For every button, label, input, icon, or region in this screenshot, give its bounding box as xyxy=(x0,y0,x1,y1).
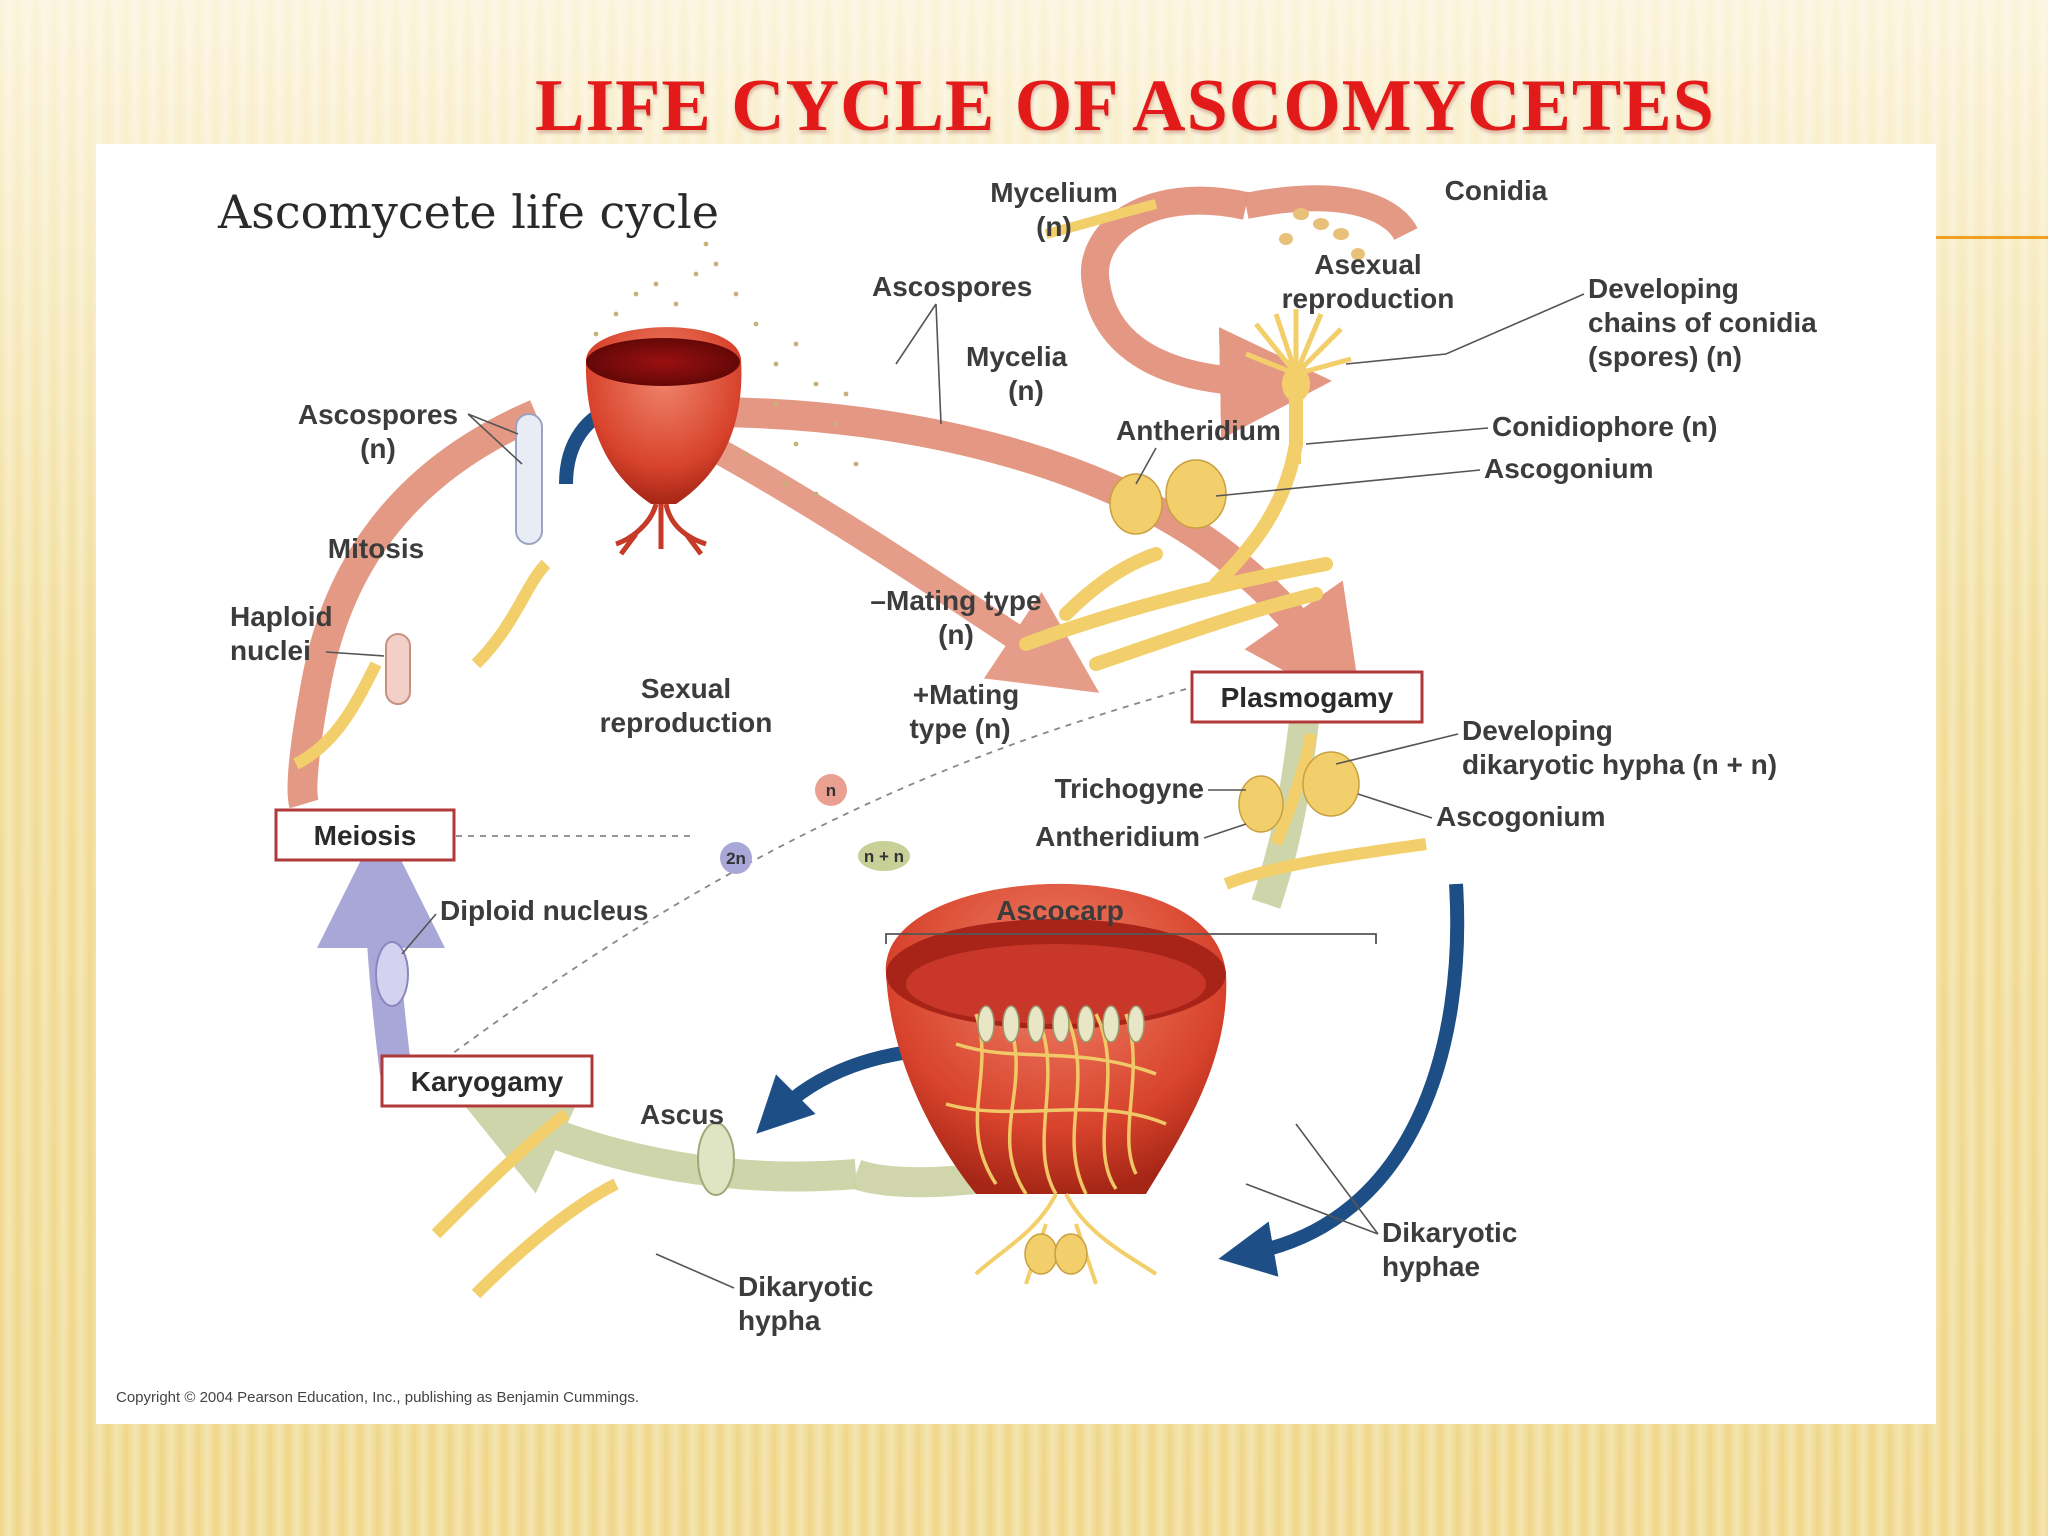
leader-developing-chains xyxy=(1345,293,1585,365)
label-asexual-1: Asexual xyxy=(1314,249,1421,280)
label-karyogamy: Karyogamy xyxy=(411,1066,564,1097)
label-developing-chains-2: chains of conidia xyxy=(1588,307,1817,338)
legend-nn: n + n xyxy=(864,847,904,866)
copyright: Copyright © 2004 Pearson Education, Inc.… xyxy=(116,1389,639,1406)
dashed-line-plasmogamy xyxy=(385,688,1187,1105)
label-ascocarp: Ascocarp xyxy=(996,895,1124,926)
asexual-cycle-arrow xyxy=(1080,186,1332,440)
ascus-bottom xyxy=(697,1122,735,1196)
haploid-arrow-left xyxy=(287,400,542,809)
label-developing-chains-3: (spores) (n) xyxy=(1588,341,1742,372)
label-mycelia-n: (n) xyxy=(1008,375,1044,406)
label-sexual-1: Sexual xyxy=(641,673,731,704)
label-developing-dik-1: Developing xyxy=(1462,715,1613,746)
label-mycelium: Mycelium xyxy=(990,177,1118,208)
label-plus-mating: +Mating xyxy=(913,679,1020,710)
blue-arrow-to-ascocarp xyxy=(1218,883,1465,1277)
asexual-cycle-top xyxy=(1243,185,1418,241)
label-conidiophore: Conidiophore (n) xyxy=(1492,411,1718,442)
label-dikaryotic-hypha-2: hypha xyxy=(738,1305,821,1336)
label-ascogonium-top: Ascogonium xyxy=(1484,453,1654,484)
ascocarp-small xyxy=(585,327,742,556)
label-trichogyne: Trichogyne xyxy=(1055,773,1204,804)
label-meiosis: Meiosis xyxy=(314,820,417,851)
leader-ascogonium-mid xyxy=(1357,793,1433,819)
label-dikaryotic-hyphae-2: hyphae xyxy=(1382,1251,1480,1282)
label-plus-mating-n: type (n) xyxy=(909,713,1010,744)
label-dikaryotic-hypha-1: Dikaryotic xyxy=(738,1271,873,1302)
label-minus-mating: –Mating type xyxy=(870,585,1041,616)
hyphae-left xyxy=(293,559,619,1299)
label-haploid-1: Haploid xyxy=(230,601,333,632)
spore-dots xyxy=(593,241,859,497)
diploid-nucleus-cell xyxy=(375,941,409,1007)
label-ascospores-left: Ascospores xyxy=(298,399,458,430)
label-developing-chains-1: Developing xyxy=(1588,273,1739,304)
legend-nn-circle xyxy=(858,841,910,871)
antheridium-top xyxy=(1109,459,1227,535)
ascus-left xyxy=(385,413,543,705)
label-sexual-2: reproduction xyxy=(600,707,773,738)
life-cycle-diagram: Ascomycete life cycle Mycelium (n) Conid… xyxy=(116,175,1817,1406)
leader-dikaryotic-hyphae xyxy=(1245,1123,1379,1235)
label-plasmogamy: Plasmogamy xyxy=(1221,682,1394,713)
karyogamy-box xyxy=(380,1054,594,1108)
label-antheridium-top: Antheridium xyxy=(1116,415,1281,446)
diagram-panel: Ascomycete life cycle Mycelium (n) Conid… xyxy=(96,144,1936,1424)
trichogyne-cells xyxy=(1238,751,1360,833)
hyphae-dikaryotic-mid xyxy=(1223,733,1427,890)
label-diploid: Diploid nucleus xyxy=(440,895,648,926)
plasmogamy-box xyxy=(1190,670,1424,724)
label-conidia: Conidia xyxy=(1445,175,1548,206)
leader-dikaryotic-hypha xyxy=(655,1253,735,1289)
mycelium-top xyxy=(1044,199,1158,239)
label-minus-mating-n: (n) xyxy=(938,619,974,650)
leader-ascospores-top xyxy=(895,303,942,425)
leader-antheridium-mid xyxy=(1203,823,1247,839)
label-ascogonium-mid: Ascogonium xyxy=(1436,801,1606,832)
diagram-heading: Ascomycete life cycle xyxy=(217,185,719,239)
leader-ascogonium-top xyxy=(1215,469,1481,497)
ascocarp-bracket xyxy=(885,933,1377,944)
legend-n: n xyxy=(826,781,836,800)
label-ascospores-left-n: (n) xyxy=(360,433,396,464)
label-mycelium-n: (n) xyxy=(1036,211,1072,242)
leader-developing-dik xyxy=(1335,733,1459,765)
label-ascus: Ascus xyxy=(640,1099,724,1130)
legend-n-circle xyxy=(815,774,847,806)
legend-2n-circle xyxy=(720,842,752,874)
leader-ascospores-left xyxy=(467,413,523,465)
label-haploid-2: nuclei xyxy=(230,635,311,666)
label-mycelia: Mycelia xyxy=(966,341,1068,372)
conidiophore xyxy=(1245,309,1352,464)
leader-antheridium-top xyxy=(1135,447,1157,485)
accent-line xyxy=(1930,236,2048,239)
conidia-dots xyxy=(1279,208,1365,260)
ascocarp-large xyxy=(885,883,1227,1285)
label-antheridium-mid: Antheridium xyxy=(1035,821,1200,852)
label-developing-dik-2: dikaryotic hypha (n + n) xyxy=(1462,749,1777,780)
label-dikaryotic-hyphae-1: Dikaryotic xyxy=(1382,1217,1517,1248)
legend-2n: 2n xyxy=(726,849,746,868)
leader-haploid xyxy=(325,651,385,657)
slide-title: LIFE CYCLE OF ASCOMYCETES xyxy=(535,65,1715,147)
label-mitosis: Mitosis xyxy=(328,533,424,564)
meiosis-box xyxy=(274,808,456,862)
haploid-arrow-branch xyxy=(699,432,1100,693)
leader-conidiophore xyxy=(1305,427,1489,445)
label-asexual-2: reproduction xyxy=(1282,283,1455,314)
leader-diploid xyxy=(401,913,437,955)
label-ascospores-top: Ascospores xyxy=(872,271,1032,302)
